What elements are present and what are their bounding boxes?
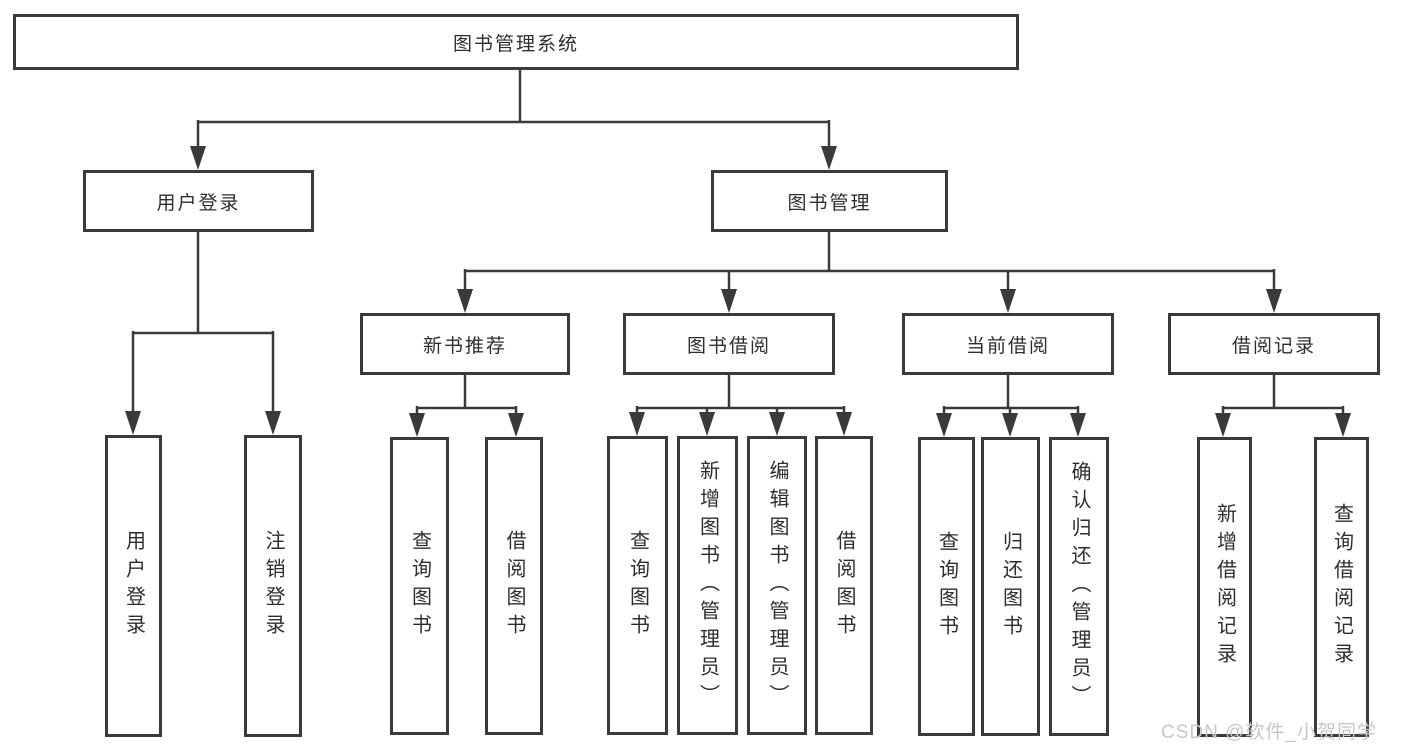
- leaf-query-books-borrowing: 查询图书: [607, 436, 668, 735]
- node-user-login: 用户登录: [83, 170, 314, 232]
- node-borrowing-records: 借阅记录: [1168, 313, 1380, 375]
- leaf-return-books: 归还图书: [981, 437, 1040, 736]
- leaf-edit-books-admin: 编辑图书（管理员）: [747, 436, 807, 735]
- leaf-borrow-books-borrowing: 借阅图书: [815, 436, 873, 735]
- leaf-add-books-admin: 新增图书（管理员）: [677, 436, 738, 735]
- node-new-book-recommendation: 新书推荐: [360, 313, 570, 375]
- leaf-query-books-recommend: 查询图书: [390, 437, 449, 735]
- leaf-borrow-books-recommend: 借阅图书: [485, 437, 543, 735]
- node-book-borrowing: 图书借阅: [623, 313, 835, 375]
- leaf-user-login: 用户登录: [105, 435, 162, 737]
- leaf-logout-login: 注销登录: [244, 435, 302, 737]
- node-current-borrowing: 当前借阅: [902, 313, 1114, 375]
- leaf-add-borrow-record: 新增借阅记录: [1197, 437, 1252, 737]
- leaf-confirm-return-admin: 确认归还（管理员）: [1049, 437, 1109, 736]
- node-library-management-system: 图书管理系统: [13, 14, 1019, 70]
- leaf-query-books-current: 查询图书: [918, 437, 975, 736]
- leaf-query-borrow-record: 查询借阅记录: [1314, 437, 1369, 737]
- node-book-management: 图书管理: [711, 170, 948, 232]
- csdn-watermark: CSDN @软件_小贺同学: [1161, 722, 1377, 743]
